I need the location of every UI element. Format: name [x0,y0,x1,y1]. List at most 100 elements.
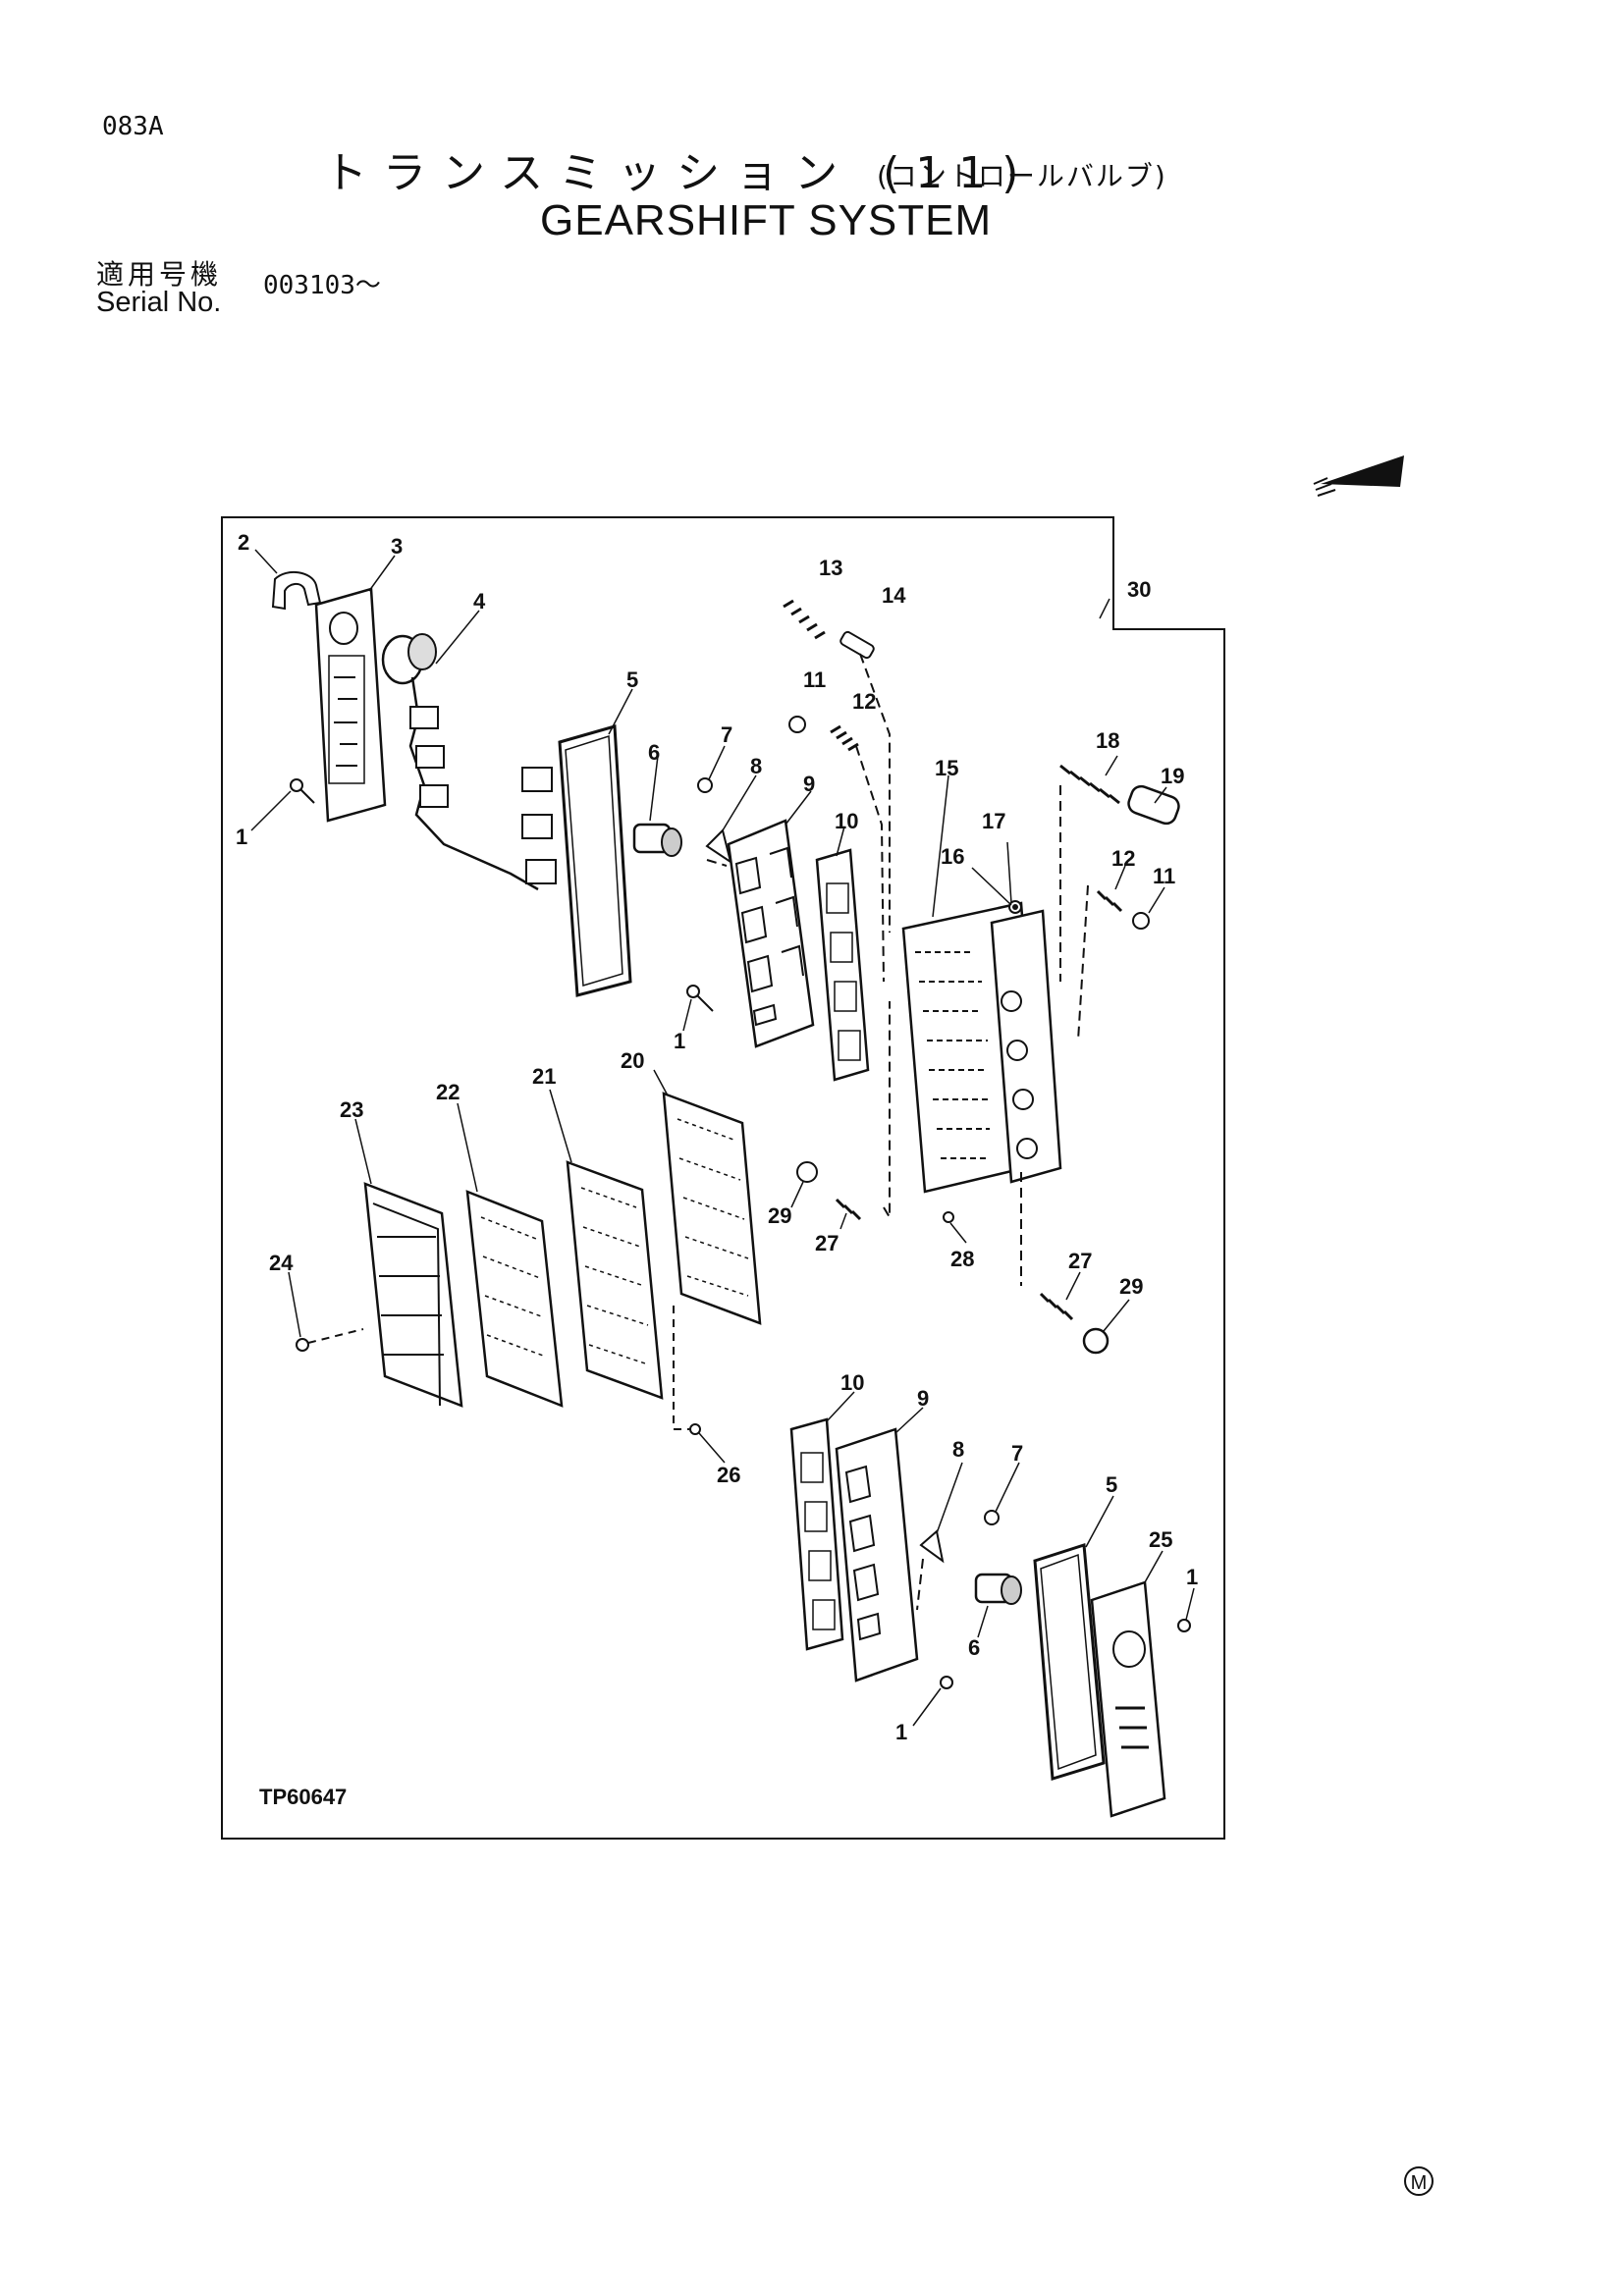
callout-leaders [250,549,1195,1727]
part-gasket-upper [558,724,632,997]
callout-12: 12 [852,689,876,714]
serial-label-english: Serial No. [96,287,222,318]
manufacturer-mark-icon: M [1404,2166,1434,2196]
callout-5: 5 [626,667,638,692]
callout-29: 29 [768,1203,791,1228]
callout-11: 11 [1153,864,1175,888]
callout-2: 2 [238,530,249,555]
manufacturer-mark-letter: M [1411,2172,1428,2194]
part-spring-27-right [1039,1292,1074,1321]
callout-10: 10 [840,1370,864,1395]
callout-14: 14 [882,583,906,608]
callout-1: 1 [895,1720,907,1744]
part-plate-21 [566,1160,664,1400]
callout-10: 10 [835,809,858,833]
callout-6: 6 [968,1635,980,1660]
callout-7: 7 [1011,1441,1023,1466]
direction-arrow-icon [1313,455,1404,497]
part-solenoid-upper [632,823,682,857]
callout-6: 6 [648,740,660,765]
part-valve-body-upper [727,819,815,1048]
callout-11: 11 [803,667,826,692]
callout-21: 21 [532,1064,556,1089]
title-japanese: トランスミッション (11) [324,148,1035,198]
part-bracket [271,570,322,611]
title-japanese-subtitle: (コントロールバルブ) [877,160,1167,192]
part-clip-upper [705,828,732,865]
callout-17: 17 [982,809,1005,833]
callout-9: 9 [917,1386,929,1411]
part-wiring-harness [381,633,539,891]
part-plug-upper [697,777,713,793]
part-plate-20 [662,1092,762,1325]
callout-7: 7 [721,722,732,747]
callout-1: 1 [1186,1565,1198,1589]
callout-15: 15 [935,756,958,780]
part-plug-29-right [1082,1327,1110,1355]
callout-25: 25 [1149,1527,1172,1552]
callout-3: 3 [391,534,403,559]
title-english: GEARSHIFT SYSTEM [540,196,993,244]
part-main-valve-body [901,901,1062,1194]
callout-5: 5 [1106,1472,1117,1497]
part-valve-19 [1127,784,1180,826]
callout-8: 8 [952,1437,964,1462]
callout-24: 24 [269,1251,294,1275]
callout-26: 26 [717,1463,740,1487]
drawing-reference-code: TP60647 [259,1785,347,1809]
callout-27: 27 [815,1231,839,1255]
callout-9: 9 [803,772,815,796]
part-plug-29-left [796,1161,818,1183]
page-code: 083A [102,112,164,141]
callout-12: 12 [1111,846,1135,871]
part-spring-12 [830,724,859,752]
part-bolt [1177,1619,1191,1632]
callout-29: 29 [1119,1274,1143,1299]
callout-22: 22 [436,1080,460,1104]
part-solenoid-lower [974,1573,1022,1605]
part-gasket-lower [1033,1543,1106,1781]
part-valve-14 [839,630,875,660]
part-bolt-24 [296,1328,364,1352]
part-plate-23 [363,1182,463,1408]
part-bolt [940,1676,953,1689]
part-spring-12-right [1096,889,1123,913]
callout-16: 16 [941,844,964,869]
part-plug-28 [943,1211,954,1223]
part-cover-plate-lower [1090,1580,1166,1818]
serial-number-value: 003103～ [263,271,381,300]
part-ball-17 [1012,904,1018,910]
callout-1: 1 [674,1029,685,1053]
callout-27: 27 [1068,1249,1092,1273]
part-plug-lower [984,1510,1000,1525]
part-connectors [521,767,557,884]
callout-8: 8 [750,754,762,778]
callout-20: 20 [621,1048,644,1073]
part-spring-27-left [835,1198,862,1221]
part-spring-18 [1059,764,1120,805]
callout-23: 23 [340,1097,363,1122]
part-spring-13 [783,599,826,640]
callout-28: 28 [950,1247,974,1271]
part-plug-11-right [1132,912,1150,930]
part-gasket-small-lower [789,1417,844,1651]
callout-30: 30 [1127,577,1151,602]
part-plug-11 [788,716,806,733]
part-gasket-small-upper [815,848,870,1082]
callout-13: 13 [819,556,842,580]
callout-19: 19 [1161,764,1184,788]
part-bolt [290,778,315,804]
callout-18: 18 [1096,728,1119,753]
serial-label-japanese: 適用号機 [96,258,223,291]
callout-4: 4 [473,589,486,614]
diagram-frame [221,516,1225,1840]
part-bolt [686,985,714,1012]
part-cover-plate [314,587,387,823]
part-clip-lower [919,1529,945,1564]
assembly-guide-lines [706,653,1089,1611]
part-plug-26 [673,1306,701,1435]
part-valve-body-lower [835,1427,919,1682]
callout-labels: 2 3 4 5 6 7 8 9 10 1 1 13 14 11 12 15 17… [236,530,1198,1744]
part-plate-22 [465,1190,564,1408]
